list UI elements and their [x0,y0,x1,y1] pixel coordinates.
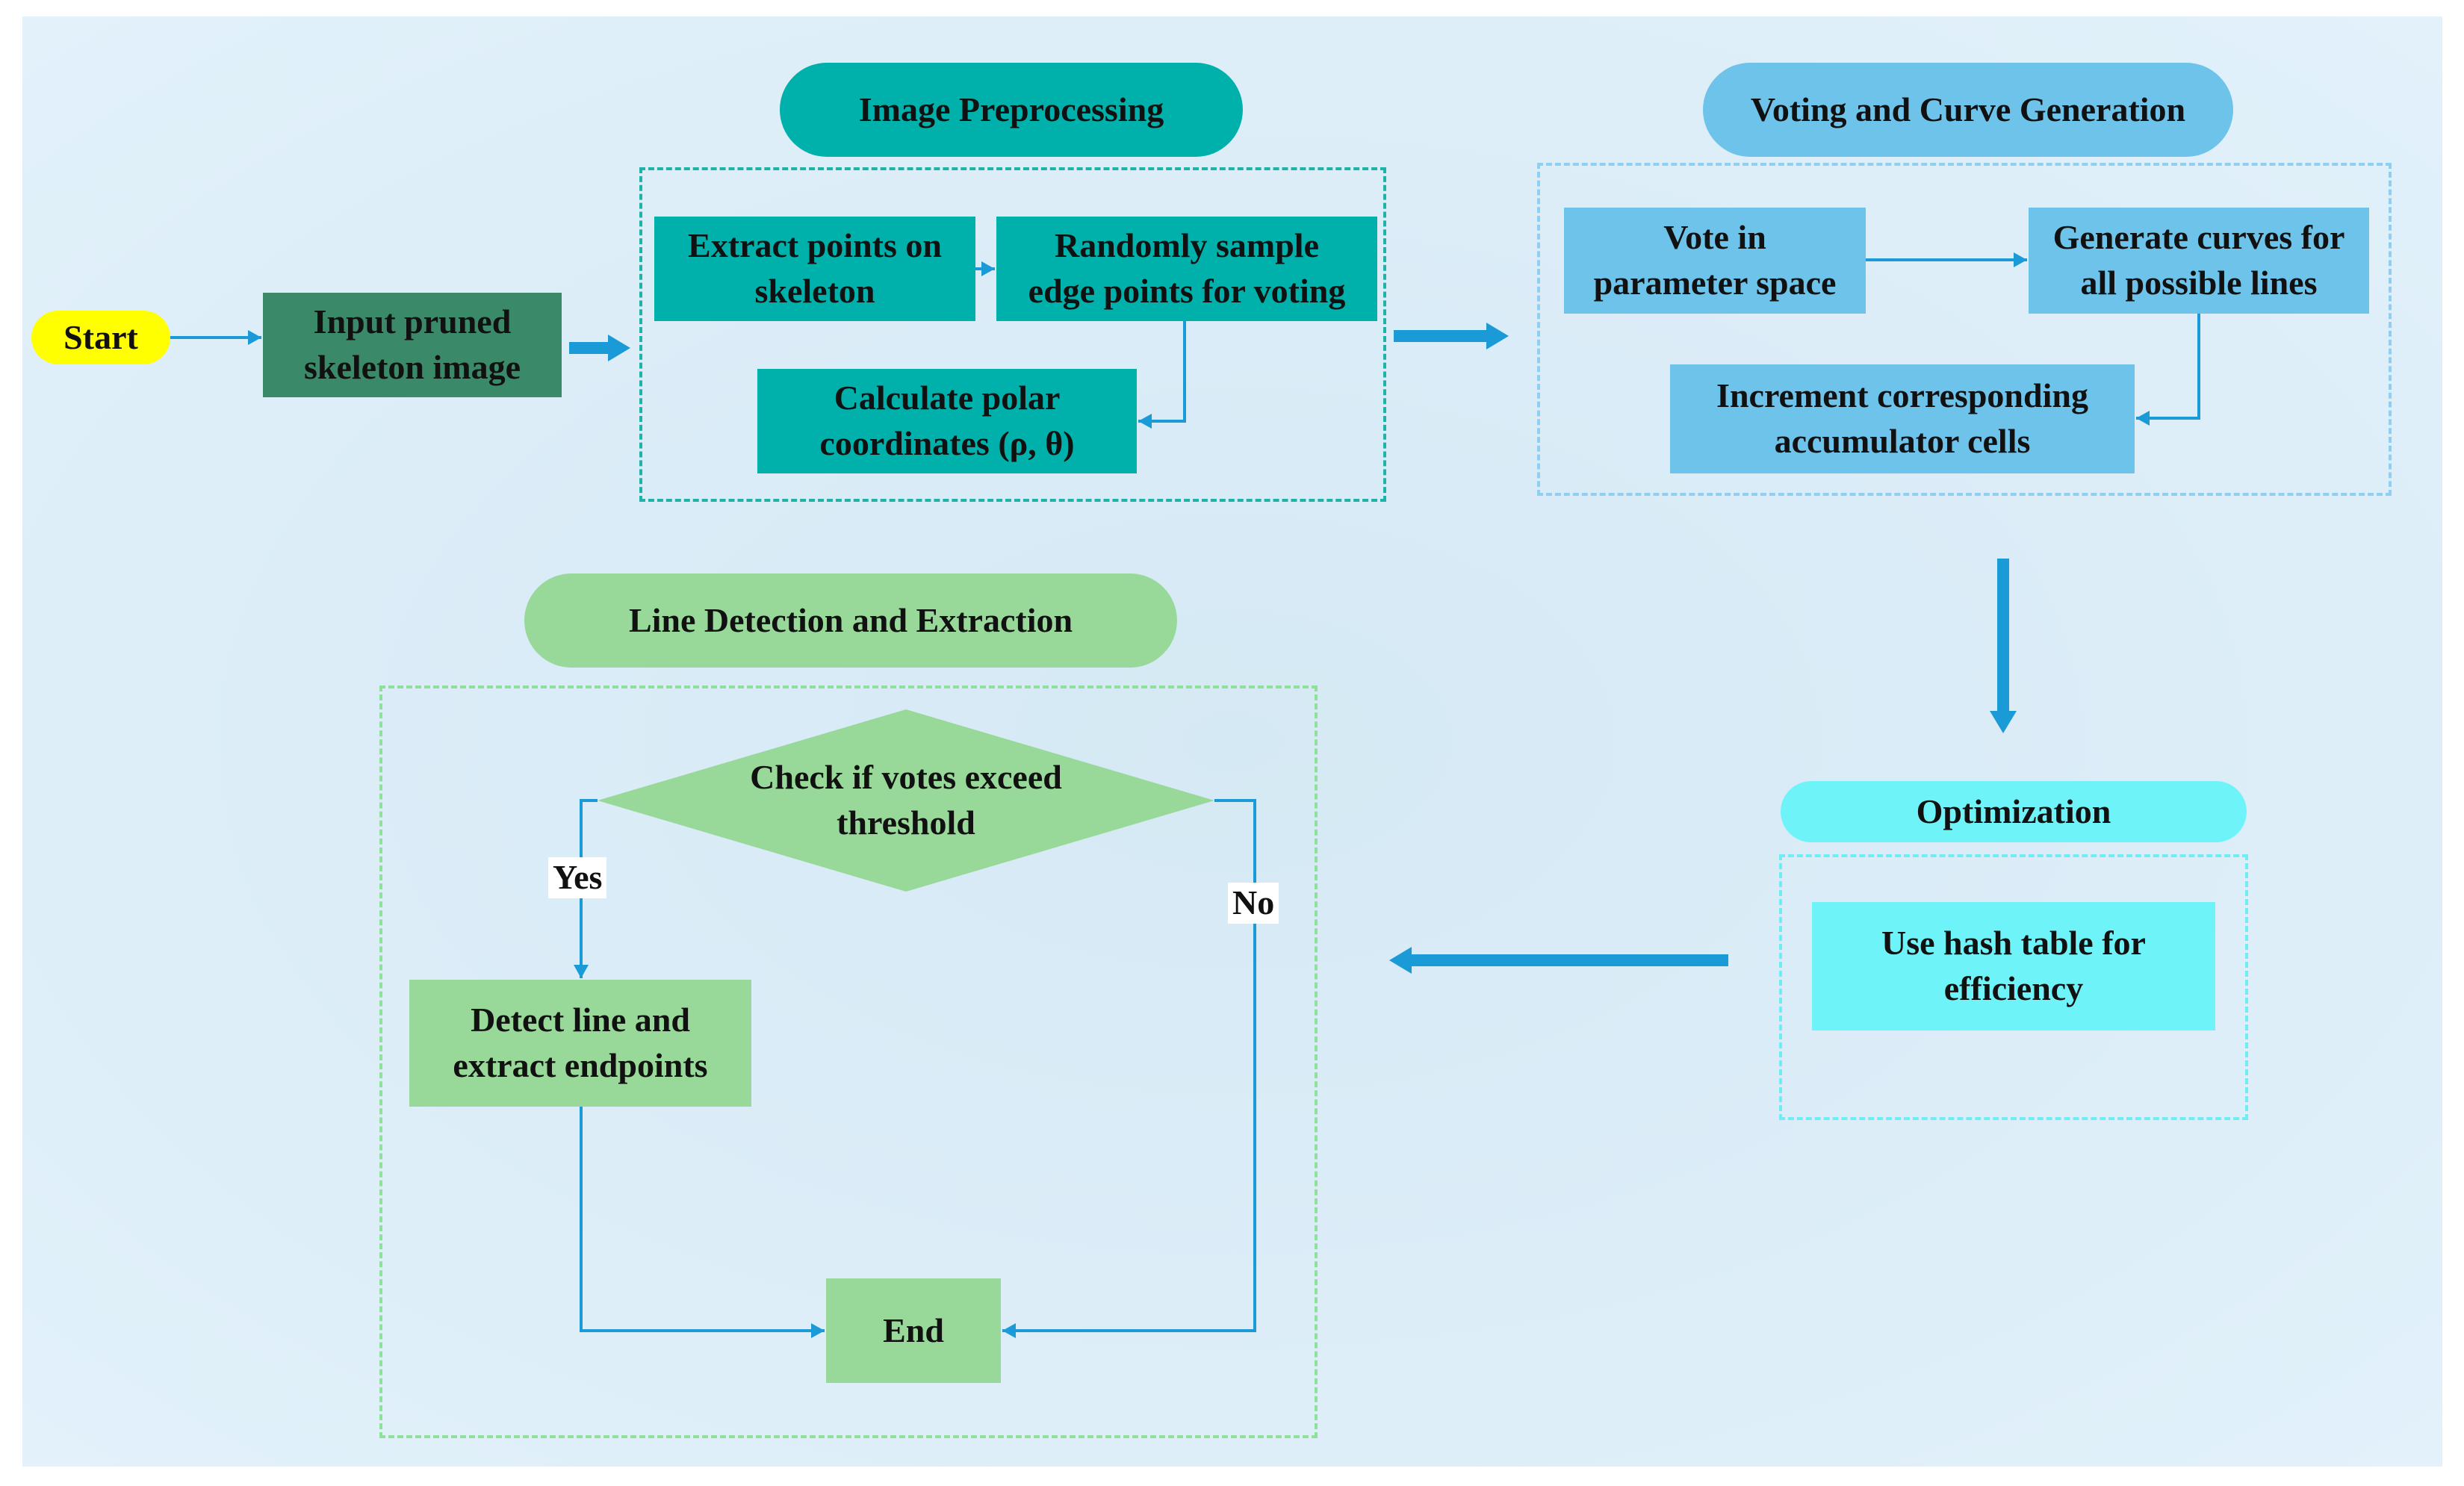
optimization-group-frame [1779,854,2248,1120]
extract-points-node: Extract points on skeleton [654,217,975,321]
end-node: End [826,1278,1001,1383]
no-branch-arrow-head [1002,1323,1016,1338]
no-branch-arrow [1002,799,1256,1332]
detect-to-end-arrow-head [811,1323,825,1338]
yes-edge-label: Yes [548,857,607,898]
flowchart-canvas: Start Input pruned skeleton image Image … [22,16,2442,1467]
voting-group-frame [1537,163,2392,496]
start-to-input-arrow-head [248,330,261,345]
input-image-node: Input pruned skeleton image [263,293,562,397]
start-node: Start [31,311,170,364]
connectors-layer [170,252,2200,1338]
random-sample-node: Randomly sample edge points for voting [996,217,1377,321]
optimization-title: Optimization [1781,781,2247,842]
check-threshold-label: Check if votes exceed threshold [750,758,1062,842]
preprocessing-title: Image Preprocessing [780,63,1243,157]
increment-node: Increment corresponding accumulator cell… [1670,364,2135,473]
input-to-preprocessing-arrow-head [608,335,630,361]
yes-branch-arrow-head [574,965,589,978]
curves-to-increment-arrow-head [2136,411,2150,426]
generate-curves-node: Generate curves for all possible lines [2029,208,2369,314]
voting-title: Voting and Curve Generation [1703,63,2233,157]
yes-branch-arrow [580,799,598,978]
sample-to-polar-arrow-head [1138,414,1152,429]
detection-title: Line Detection and Extraction [524,573,1177,668]
optimization-to-detection-arrow-head [1389,947,1412,974]
detect-line-node: Detect line and extract endpoints [409,980,751,1107]
preprocessing-to-voting-arrow-head [1486,323,1509,349]
vote-node: Vote in parameter space [1564,208,1866,314]
detection-group-frame [379,686,1318,1438]
hash-table-node: Use hash table for efficiency [1812,902,2215,1030]
no-edge-label: No [1228,883,1279,924]
check-threshold-diamond [598,709,1214,892]
curves-to-increment-arrow [2136,314,2200,420]
vote-to-curves-arrow-head [2014,252,2027,267]
preprocessing-group-frame [639,167,1386,502]
detect-to-end-arrow [580,1107,825,1332]
polar-coordinates-node: Calculate polar coordinates (ρ, θ) [757,369,1137,473]
voting-to-optimization-arrow-head [1990,711,2017,733]
extract-to-sample-arrow-head [981,261,995,276]
sample-to-polar-arrow [1138,321,1186,423]
